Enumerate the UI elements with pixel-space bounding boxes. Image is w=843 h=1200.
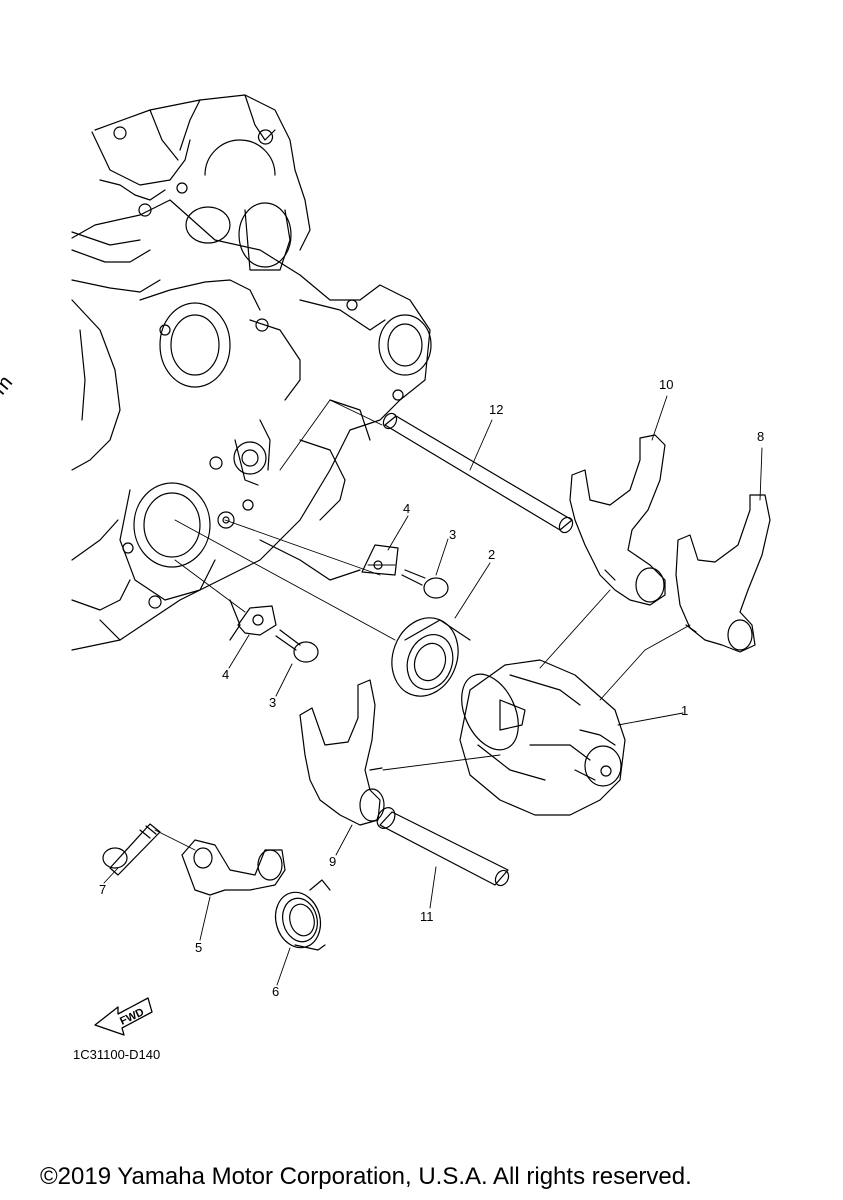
part-3-bolt-lower — [275, 629, 319, 663]
label-part-2: 2 — [488, 547, 496, 562]
part-1-shift-drum — [459, 659, 626, 816]
part-8-shift-fork — [675, 494, 771, 653]
part-9-shift-fork — [299, 679, 385, 826]
label-part-7: 7 — [99, 882, 107, 897]
part-11-shaft — [376, 807, 510, 887]
label-part-3-upper: 3 — [449, 527, 457, 542]
part-10-shift-fork — [569, 434, 666, 606]
copyright-footer: ©2019 Yamaha Motor Corporation, U.S.A. A… — [40, 1163, 692, 1190]
label-part-4-upper: 4 — [403, 501, 411, 516]
label-part-11: 11 — [420, 909, 434, 924]
part-7-bolt — [102, 823, 161, 876]
part-3-bolt-upper — [401, 569, 449, 599]
label-part-8: 8 — [757, 429, 765, 444]
fwd-arrow-icon: FWD — [94, 997, 153, 1036]
part-5-stopper-lever — [181, 839, 286, 896]
diagram-code: 1C31100-D140 — [73, 1047, 161, 1062]
fwd-label: FWD — [118, 1006, 146, 1027]
part-4-plate-lower — [237, 605, 277, 636]
label-part-6: 6 — [272, 984, 280, 999]
leader-lines — [103, 395, 763, 986]
label-part-9: 9 — [329, 854, 337, 869]
label-part-12: 12 — [489, 402, 504, 417]
label-part-1: 1 — [681, 703, 689, 718]
part-6-spring — [274, 879, 331, 951]
part-4-plate-upper — [361, 544, 399, 576]
label-part-5: 5 — [195, 940, 203, 955]
part-12-shaft — [382, 412, 574, 534]
crankcase — [71, 94, 432, 651]
label-part-4-lower: 4 — [222, 667, 230, 682]
part-2-bearing — [391, 617, 471, 697]
label-part-10: 10 — [659, 377, 674, 392]
label-part-3-lower: 3 — [269, 695, 277, 710]
assembly-lines — [154, 399, 691, 851]
